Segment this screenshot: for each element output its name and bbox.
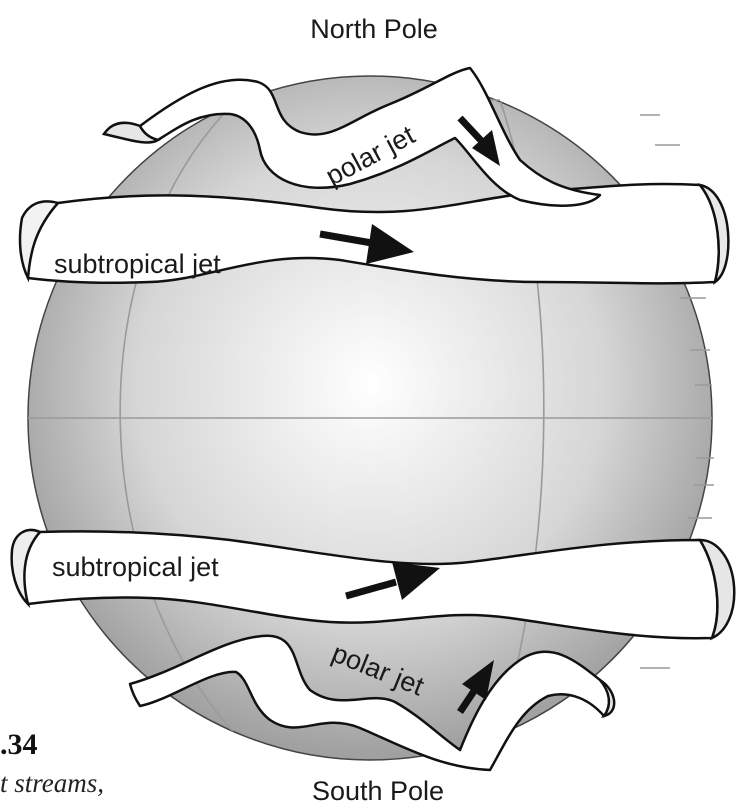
south-pole-label: South Pole [312,776,444,806]
figure-caption-fragment: t streams, [0,770,104,797]
subtropical-jet-south-label: subtropical jet [52,552,219,582]
figure-number: .34 [0,730,38,760]
north-pole-label: North Pole [310,14,438,44]
subtropical-jet-north-label: subtropical jet [54,249,221,279]
